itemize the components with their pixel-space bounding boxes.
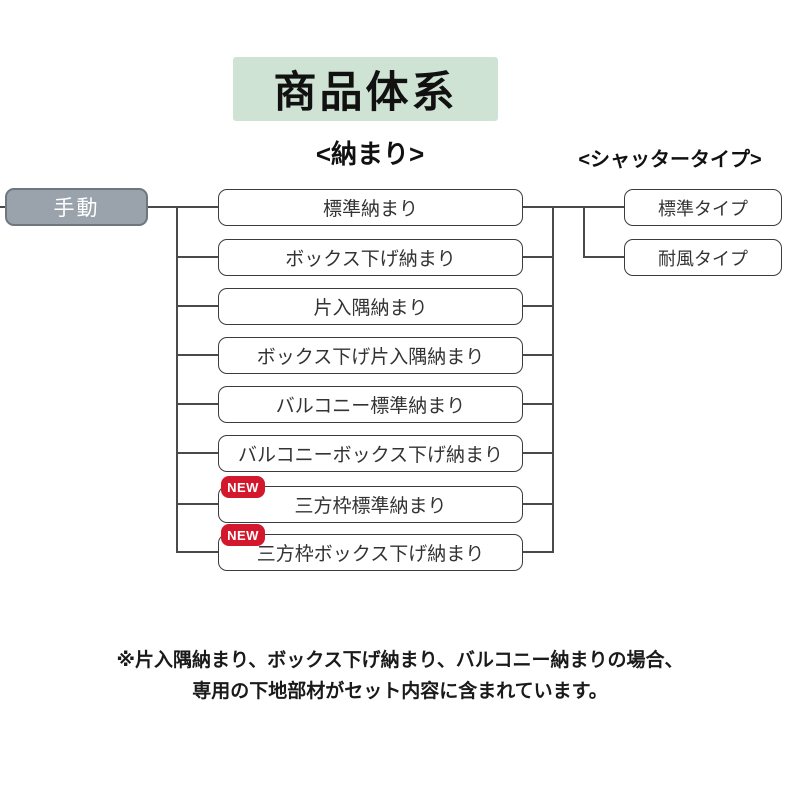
connector-stub-right (521, 403, 553, 405)
footnote-line-2: 専用の下地部材がセット内容に含まれています。 (192, 681, 608, 702)
footnote-line-1: ※片入隅納まり、ボックス下げ納まり、バルコニー納まりの場合、 (116, 650, 684, 671)
node-osamari-standard: 標準納まり (218, 189, 523, 226)
new-badge: NEW (221, 524, 265, 546)
new-badge: NEW (221, 476, 265, 498)
footnote: ※片入隅納まり、ボックス下げ納まり、バルコニー納まりの場合、 専用の下地部材がセ… (0, 645, 800, 707)
connector-stub-left (176, 256, 218, 258)
connector-stub-left (176, 452, 218, 454)
connector-root-to-trunk (147, 206, 177, 208)
node-osamari-single-corner: 片入隅納まり (218, 288, 523, 325)
connector-stub-right (521, 354, 553, 356)
node-osamari-box-lowered-single-corner: ボックス下げ片入隅納まり (218, 337, 523, 374)
node-osamari-box-lowered: ボックス下げ納まり (218, 239, 523, 276)
connector-to-wind-resistant-type (583, 256, 624, 258)
connector-stub-right (521, 452, 553, 454)
connector-stub-left (176, 503, 218, 505)
page-title: 商品体系 (233, 57, 498, 121)
connector-stub-left (176, 551, 218, 553)
connector-left-edge-tick (0, 206, 6, 208)
node-osamari-threeway-standard: 三方枠標準納まり (218, 486, 523, 523)
node-shutter-wind-resistant-type: 耐風タイプ (624, 239, 782, 276)
node-shutter-standard-type: 標準タイプ (624, 189, 782, 226)
connector-stub-right (521, 503, 553, 505)
connector-stub-right (521, 551, 553, 553)
node-manual: 手動 (5, 188, 148, 226)
connector-stub-right (521, 256, 553, 258)
connector-stub-left (176, 403, 218, 405)
connector-stub-right (521, 206, 553, 208)
node-osamari-threeway-box-lowered: 三方枠ボックス下げ納まり (218, 534, 523, 571)
connector-left-trunk (176, 206, 178, 553)
connector-stub-left (176, 305, 218, 307)
connector-right-trunk (552, 206, 554, 553)
connector-stub-right (521, 305, 553, 307)
node-osamari-balcony-standard: バルコニー標準納まり (218, 386, 523, 423)
connector-fork-vertical (583, 206, 585, 258)
connector-to-standard-type (552, 206, 624, 208)
column-label-osamari: <納まり> (315, 139, 425, 169)
node-osamari-balcony-box-lowered: バルコニーボックス下げ納まり (218, 435, 523, 472)
column-label-shutter-type: <シャッタータイプ> (578, 149, 762, 171)
connector-stub-left (176, 354, 218, 356)
connector-stub-left (176, 206, 218, 208)
